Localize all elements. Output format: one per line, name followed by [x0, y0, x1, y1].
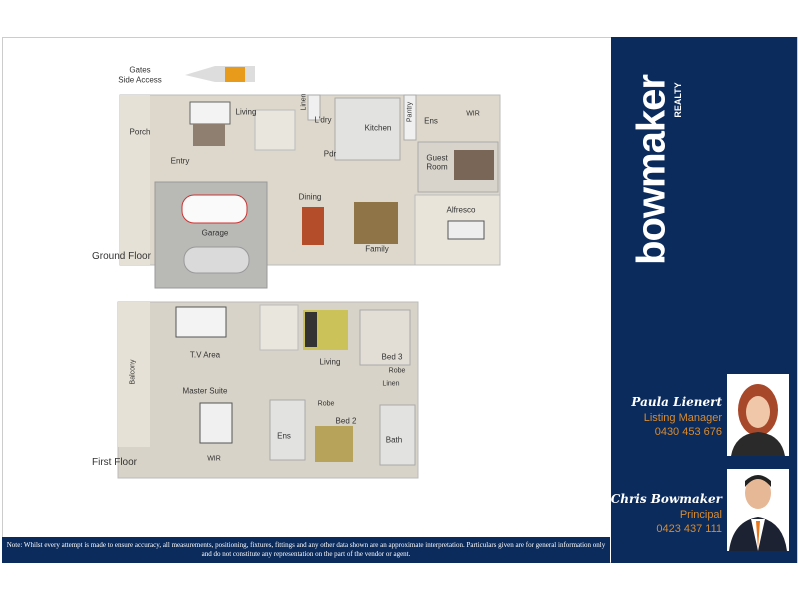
room-label-alfresco: Alfresco	[446, 205, 476, 215]
agent-name: Chris Bowmaker	[610, 492, 722, 506]
agency-panel: bowmaker REALTY Paula Lienert Listing Ma…	[611, 37, 797, 563]
brand-logo: bowmaker	[629, 75, 674, 265]
room-label-entry: Entry	[170, 156, 190, 166]
floor-plan-drawing	[117, 66, 501, 479]
ground-floor-title: Ground Floor	[92, 251, 151, 262]
room-label-guest-room: Room	[426, 162, 448, 172]
agent-name: Paula Lienert	[631, 395, 722, 409]
room-label-robe-bed3: Robe	[388, 367, 406, 375]
agent-photo	[727, 374, 789, 456]
room-label-bath: Bath	[385, 435, 403, 445]
room-label-robe-bed2: Robe	[317, 400, 335, 408]
agent-photo	[727, 469, 789, 551]
room-label-powder: Pdr	[323, 149, 337, 159]
brand-tagline: REALTY	[673, 82, 683, 118]
first-floor-title: First Floor	[92, 457, 137, 468]
room-label-ensuite: Ens	[424, 116, 438, 126]
room-label-side-access: Side Access	[118, 75, 162, 85]
room-label-bed2: Bed 2	[335, 416, 357, 426]
room-label-balcony: Balcony	[129, 359, 137, 385]
room-label-kitchen: Kitchen	[364, 123, 392, 133]
room-label-pantry: Pantry	[406, 101, 414, 123]
room-label-family: Family	[365, 244, 389, 254]
first-floor-plan	[117, 301, 419, 479]
agent-role: Principal	[679, 509, 722, 521]
room-label-gates: Gates	[129, 65, 151, 75]
room-label-living: Living	[235, 107, 257, 117]
disclaimer-note: Note: Whilst every attempt is made to en…	[2, 537, 610, 563]
agent-phone: 0430 453 676	[654, 426, 722, 438]
room-label-wir: WIR	[466, 110, 480, 118]
agent-phone: 0423 437 111	[656, 523, 722, 535]
room-label-ensuite-upstairs: Ens	[277, 431, 291, 441]
room-label-porch: Porch	[129, 127, 151, 137]
room-label-dining: Dining	[298, 192, 322, 202]
room-label-guest: Guest	[426, 153, 448, 163]
room-label-bed3: Bed 3	[381, 352, 403, 362]
room-label-linen: Linen	[300, 93, 308, 111]
room-label-living-upstairs: Living	[319, 357, 341, 367]
agent-role: Listing Manager	[643, 412, 722, 424]
ground-floor-plan	[119, 66, 501, 289]
room-label-laundry: L'dry	[314, 115, 332, 125]
room-label-wir-upstairs: WIR	[207, 455, 221, 463]
room-label-garage: Garage	[201, 228, 229, 238]
room-label-linen-upstairs: Linen	[382, 380, 400, 388]
room-label-tv-area: T.V Area	[189, 350, 221, 360]
room-label-master-suite: Master Suite	[182, 386, 228, 396]
